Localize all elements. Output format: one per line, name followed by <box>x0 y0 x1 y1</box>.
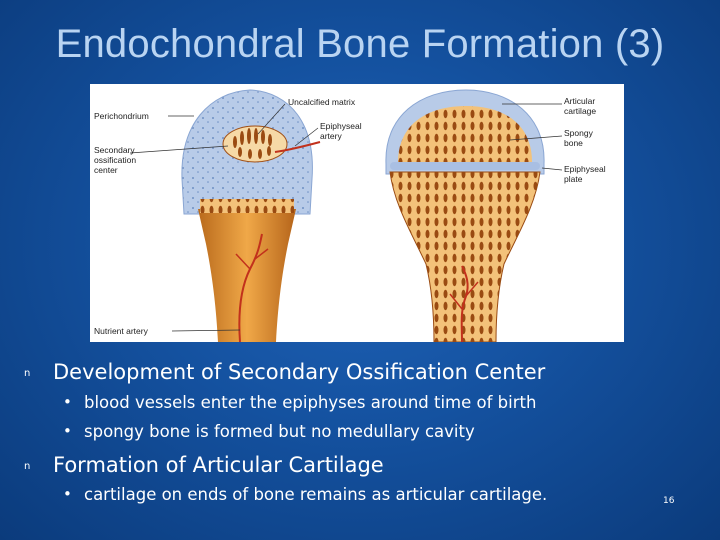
left-bone <box>181 89 321 342</box>
label-uncalcified-matrix: Uncalcified matrix <box>288 97 356 107</box>
sub-item-1-1: blood vessels enter the epiphyses around… <box>84 393 537 412</box>
slide-title: Endochondral Bone Formation (3) <box>55 22 665 66</box>
label-perichondrium: Perichondrium <box>94 111 149 121</box>
label-epiphyseal-plate-1: Epiphyseal <box>564 164 606 174</box>
label-epiphyseal-plate-2: plate <box>564 174 583 184</box>
label-nutrient-artery: Nutrient artery <box>94 326 149 336</box>
leader-lines <box>129 103 563 332</box>
bullet-marker: n <box>24 368 31 379</box>
label-articular-2: cartilage <box>564 106 596 116</box>
label-spongy-1: Spongy <box>564 128 594 138</box>
bone-illustration: Perichondrium Uncalcified matrix Articul… <box>94 89 606 342</box>
label-epiphyseal-artery-1: Epiphyseal <box>320 121 362 131</box>
bullet-marker: n <box>24 461 31 472</box>
label-secondary-2: ossification <box>94 155 136 165</box>
sub-bullet-marker: • <box>63 393 72 411</box>
label-epiphyseal-artery-2: artery <box>320 131 342 141</box>
label-articular-1: Articular <box>564 96 595 106</box>
bone-formation-diagram: Perichondrium Uncalcified matrix Articul… <box>90 84 624 342</box>
page-number: 16 <box>663 496 675 506</box>
right-bone <box>385 89 545 342</box>
label-secondary-1: Secondary <box>94 145 135 155</box>
label-secondary-3: center <box>94 165 118 175</box>
bullet-item-2: Formation of Articular Cartilage <box>53 453 384 477</box>
sub-item-1-2: spongy bone is formed but no medullary c… <box>84 422 475 441</box>
sub-bullet-marker: • <box>63 485 72 503</box>
label-spongy-2: bone <box>564 138 583 148</box>
sub-bullet-marker: • <box>63 422 72 440</box>
bullet-item-1: Development of Secondary Ossification Ce… <box>53 360 546 384</box>
sub-item-2-1: cartilage on ends of bone remains as art… <box>84 485 548 504</box>
